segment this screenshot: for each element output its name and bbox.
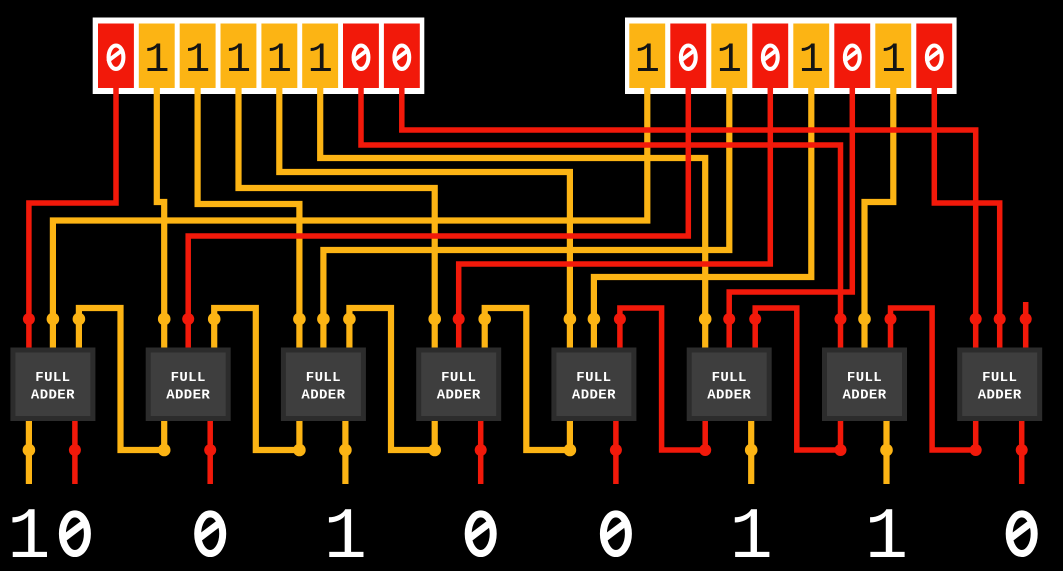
svg-text:ADDER: ADDER bbox=[301, 387, 345, 403]
svg-text:FULL: FULL bbox=[576, 370, 611, 386]
svg-text:FULL: FULL bbox=[306, 370, 341, 386]
svg-text:1: 1 bbox=[185, 36, 210, 84]
svg-text:FULL: FULL bbox=[847, 370, 882, 386]
svg-text:FULL: FULL bbox=[171, 370, 206, 386]
svg-text:1: 1 bbox=[308, 36, 333, 84]
svg-text:FULL: FULL bbox=[712, 370, 747, 386]
svg-text:1: 1 bbox=[267, 36, 292, 84]
svg-text:1: 1 bbox=[865, 497, 908, 571]
svg-text:FULL: FULL bbox=[982, 370, 1017, 386]
svg-text:ADDER: ADDER bbox=[978, 387, 1022, 403]
svg-text:1: 1 bbox=[635, 36, 660, 84]
svg-text:ADDER: ADDER bbox=[572, 387, 616, 403]
svg-text:ADDER: ADDER bbox=[31, 387, 75, 403]
svg-text:1: 1 bbox=[144, 36, 169, 84]
svg-text:FULL: FULL bbox=[35, 370, 70, 386]
svg-text:ADDER: ADDER bbox=[707, 387, 751, 403]
svg-text:FULL: FULL bbox=[441, 370, 476, 386]
svg-text:1: 1 bbox=[799, 36, 824, 84]
svg-text:ADDER: ADDER bbox=[437, 387, 481, 403]
svg-text:ADDER: ADDER bbox=[166, 387, 210, 403]
svg-text:1: 1 bbox=[881, 36, 906, 84]
svg-text:1: 1 bbox=[730, 497, 773, 571]
svg-text:ADDER: ADDER bbox=[842, 387, 886, 403]
svg-text:1: 1 bbox=[7, 497, 50, 571]
svg-text:1: 1 bbox=[717, 36, 742, 84]
svg-text:1: 1 bbox=[226, 36, 251, 84]
svg-text:1: 1 bbox=[324, 497, 367, 571]
